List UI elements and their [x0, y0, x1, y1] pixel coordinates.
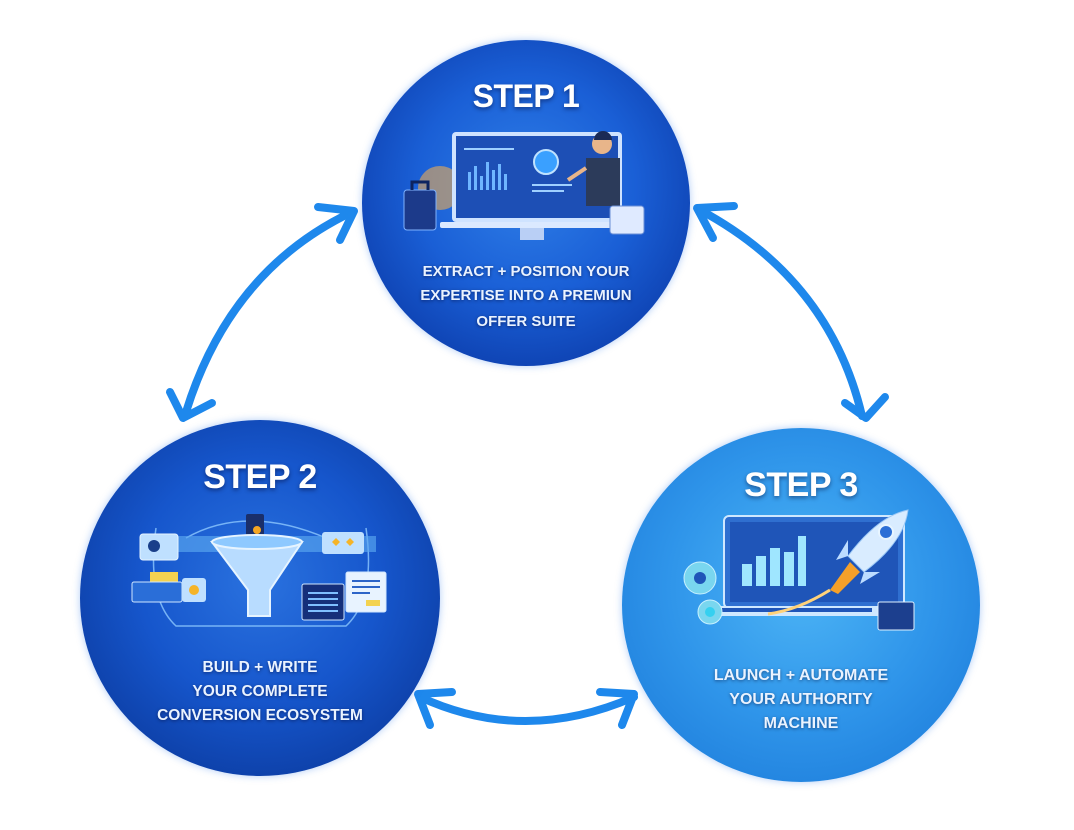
funnel-ecosystem-icon — [131, 514, 387, 627]
rocket-laptop-gears-icon — [683, 509, 915, 631]
arrowhead-step1-right — [693, 202, 738, 242]
arrowhead-step2-bottom — [414, 688, 456, 729]
step-2-circle: STEP 2 BUILD + WRITE YOUR COMPLETE CONVE… — [80, 420, 440, 776]
step-2-line-2: YOUR COMPLETE — [192, 683, 328, 700]
step-1-circle: STEP 1 EXTRACT + POSITION YOUR EXPERTISE… — [362, 40, 690, 366]
step-2-line-1: BUILD + WRITE — [202, 659, 318, 676]
person-presenting-at-monitor-icon — [403, 131, 645, 240]
step-1-line-3: OFFER SUITE — [476, 313, 576, 330]
step-3-line-2: YOUR AUTHORITY — [729, 691, 873, 708]
step-1-line-1: EXTRACT + POSITION YOUR — [422, 263, 630, 280]
step-2-line-3: CONVERSION ECOSYSTEM — [157, 707, 363, 724]
arrowhead-step1 — [314, 203, 358, 244]
arrow-step1-step2 — [182, 208, 356, 416]
arrowhead-step3 — [841, 393, 889, 422]
arrowhead-step2 — [166, 388, 216, 422]
step-1-description: EXTRACT + POSITION YOUR EXPERTISE INTO A… — [362, 260, 690, 334]
arrowhead-step3-bottom — [596, 688, 638, 729]
step-1-title: STEP 1 — [472, 78, 580, 114]
step-3-description: LAUNCH + AUTOMATE YOUR AUTHORITY MACHINE — [622, 664, 980, 736]
step-3-circle: STEP 3 LAUNCH + AUTOMATE YOUR AUTHORITY … — [622, 428, 980, 782]
step-3-title: STEP 3 — [744, 466, 858, 504]
arrow-step1-step3 — [696, 206, 866, 420]
step-3-line-3: MACHINE — [763, 715, 839, 732]
arrow-step2-step3 — [416, 693, 638, 725]
step-2-description: BUILD + WRITE YOUR COMPLETE CONVERSION E… — [80, 656, 440, 728]
step-2-title: STEP 2 — [203, 458, 317, 496]
step-3-line-1: LAUNCH + AUTOMATE — [713, 667, 889, 684]
step-1-line-2: EXPERTISE INTO A PREMIUN — [420, 287, 632, 304]
